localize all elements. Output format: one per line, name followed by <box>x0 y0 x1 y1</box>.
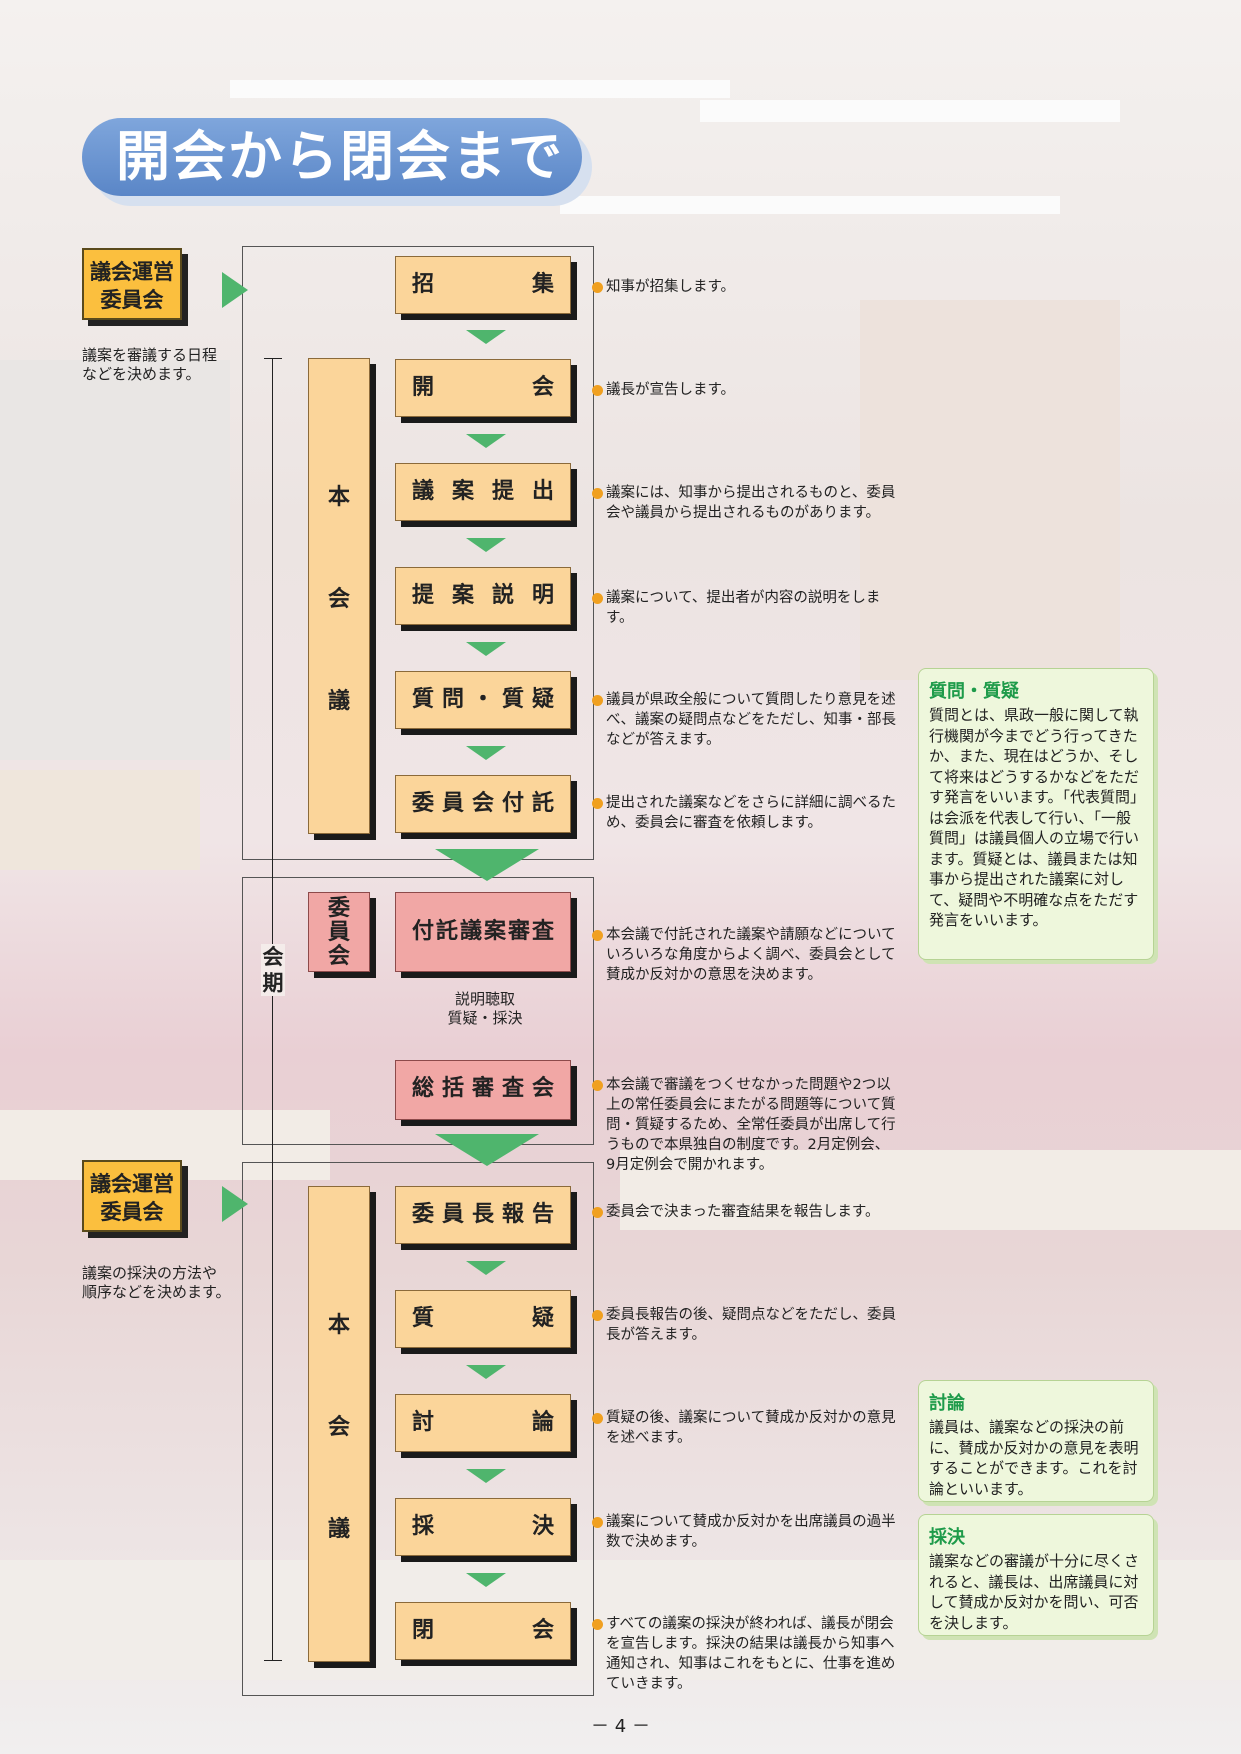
step-desc-inquiry: 委員長報告の後、疑問点などをただし、委員長が答えます。 <box>592 1305 896 1345</box>
steering-committee-box-1: 議会運営委員会 <box>82 248 182 320</box>
arrow-right-icon <box>222 1186 248 1222</box>
plenary-label-1: 本 会 議 <box>308 358 370 834</box>
step-opening: 開会 <box>395 359 571 417</box>
plenary-frame-2 <box>242 1162 594 1696</box>
plenary-label-2: 本 会 議 <box>308 1186 370 1662</box>
step-desc-explanation: 議案について、提出者が内容の説明をします。 <box>592 588 896 628</box>
step-questions: 質問・質疑 <box>395 671 571 729</box>
committee-sub-note: 説明聴取質疑・採決 <box>447 990 523 1027</box>
arrow-down-icon <box>466 1261 506 1275</box>
step-desc-vote: 議案について賛成か反対かを出席議員の過半数で決めます。 <box>592 1512 896 1552</box>
period-start-tick <box>264 358 282 359</box>
step-debate: 討論 <box>395 1394 571 1452</box>
glossary-vote: 採決議案などの審議が十分に尽くされると、議長は、出席議員に対して賛成か反対かを問… <box>918 1514 1154 1636</box>
committee-frame <box>242 877 594 1145</box>
glossary-debate: 討論議員は、議案などの採決の前に、賛成か反対かの意見を表明することができます。こ… <box>918 1380 1154 1502</box>
step-desc-debate: 質疑の後、議案について賛成か反対かの意見を述べます。 <box>592 1408 896 1448</box>
step-chair-report: 委員長報告 <box>395 1186 571 1244</box>
step-desc-referral: 提出された議案などをさらに詳細に調べるため、委員会に審査を依頼します。 <box>592 793 896 833</box>
step-general-review: 総括審査会 <box>395 1060 571 1120</box>
committee-note-1: 議案を審議する日程などを決めます。 <box>82 346 218 383</box>
step-convocation: 招集 <box>395 256 571 314</box>
arrow-down-icon <box>466 1573 506 1587</box>
arrow-down-icon <box>466 434 506 448</box>
committee-label: 委員会 <box>308 892 370 972</box>
step-vote: 採決 <box>395 1498 571 1556</box>
page-title: 開会から閉会まで <box>82 118 582 196</box>
step-desc-committee-review: 本会議で付託された議案や請願などについていろいろな角度からよく調べ、委員会として… <box>592 925 896 985</box>
step-bill-submission: 議案提出 <box>395 463 571 521</box>
step-desc-general-review: 本会議で審議をつくせなかった問題や2つ以上の常任委員会にまたがる問題等について質… <box>592 1075 896 1175</box>
step-desc-bill-submission: 議案には、知事から提出されるものと、委員会や議員から提出されるものがあります。 <box>592 483 896 523</box>
arrow-down-icon <box>466 1469 506 1483</box>
page-number: － 4 － <box>591 1716 650 1737</box>
step-committee-review: 付託議案審査 <box>395 892 571 972</box>
step-closing: 閉会 <box>395 1602 571 1660</box>
glossary-questions: 質問・質疑質問とは、県政一般に関して執行機関が今までどう行ってきたか、また、現在… <box>918 668 1154 960</box>
step-desc-chair-report: 委員会で決まった審査結果を報告します。 <box>592 1202 896 1222</box>
step-explanation: 提案説明 <box>395 567 571 625</box>
period-label: 会期 <box>261 944 285 996</box>
steering-committee-box-2: 議会運営委員会 <box>82 1160 182 1232</box>
step-desc-opening: 議長が宣告します。 <box>592 380 896 400</box>
arrow-down-icon <box>466 642 506 656</box>
step-desc-questions: 議員が県政全般について質問したり意見を述べ、議案の疑問点などをただし、知事・部長… <box>592 690 896 750</box>
committee-note-2: 議案の採決の方法や順序などを決めます。 <box>82 1264 231 1301</box>
step-desc-closing: すべての議案の採決が終われば、議長が閉会を宣告します。採決の結果は議長から知事へ… <box>592 1614 896 1694</box>
arrow-down-icon <box>466 1365 506 1379</box>
step-desc-convocation: 知事が招集します。 <box>592 277 896 297</box>
arrow-down-large-icon <box>435 849 539 881</box>
arrow-down-large-icon <box>435 1134 539 1166</box>
arrow-down-icon <box>466 330 506 344</box>
arrow-right-icon <box>222 272 248 308</box>
step-inquiry: 質疑 <box>395 1290 571 1348</box>
arrow-down-icon <box>466 538 506 552</box>
arrow-down-icon <box>466 746 506 760</box>
plenary-frame-1 <box>242 246 594 860</box>
period-end-tick <box>264 1660 282 1661</box>
period-line <box>272 358 273 1660</box>
step-referral: 委員会付託 <box>395 775 571 833</box>
